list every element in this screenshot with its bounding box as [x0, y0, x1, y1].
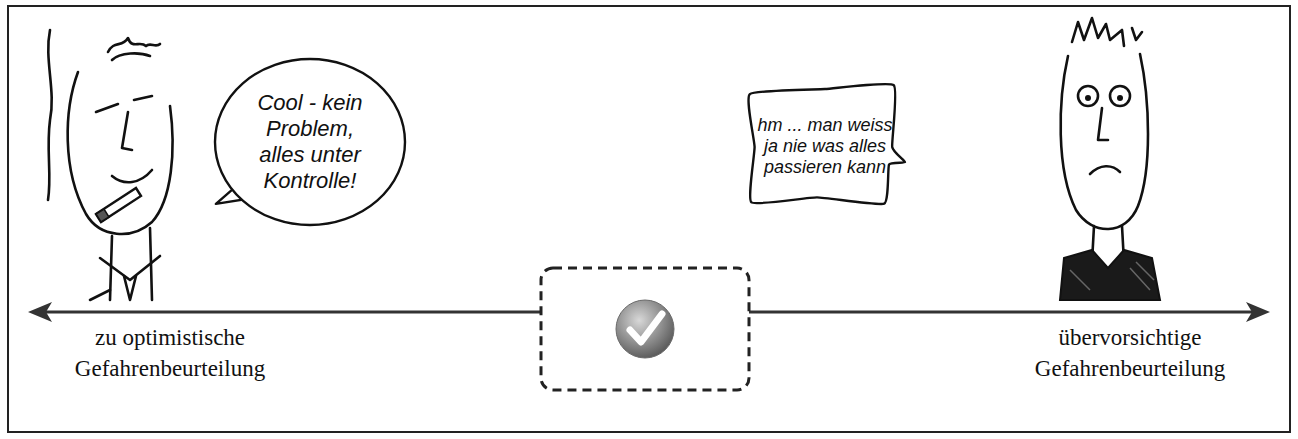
dark-shirt: [1060, 250, 1160, 300]
collar: [100, 256, 160, 280]
bubble-text-box: Cool - kein Problem, alles unter Kontrol…: [243, 90, 377, 194]
hair-spikes: [1072, 18, 1124, 46]
arrow-head-left: [28, 302, 52, 322]
bubble-outline: [748, 84, 905, 204]
suit-line: [90, 290, 110, 300]
pupil: [1085, 95, 1091, 101]
balance-box: [541, 268, 749, 390]
nose: [1098, 108, 1108, 140]
hair-spikes: [1132, 28, 1142, 40]
pupil: [1117, 95, 1123, 101]
mouth: [1090, 166, 1120, 174]
head-outline: [68, 72, 173, 234]
cigarette-tip: [96, 209, 109, 222]
shirt-hatching: [1070, 262, 1154, 290]
head-outline: [1061, 54, 1148, 229]
mouth: [112, 170, 152, 182]
cigarette: [96, 188, 141, 222]
hair-line: [112, 53, 150, 60]
eye: [96, 104, 118, 112]
check-circle: [616, 300, 674, 358]
cautious-figure: [1061, 18, 1148, 262]
speech-bubble: hm ... man weiss ja nie was alles passie…: [745, 84, 905, 210]
scale-end-label: übervorsichtige Gefahrenbeurteilung: [980, 322, 1280, 384]
bubble-outline: [215, 59, 405, 225]
nose: [122, 112, 132, 150]
eye: [134, 96, 152, 100]
eye: [1110, 86, 1130, 106]
optimist-figure: [48, 30, 173, 300]
arrow-head-right: [1246, 302, 1270, 322]
cigarette-body: [96, 188, 141, 222]
frame: [8, 6, 1290, 432]
tie: [124, 276, 136, 300]
speech-text: hm ... man weiss ja nie was alles passie…: [754, 115, 896, 179]
smoke-line: [48, 30, 52, 200]
scale-end-label: zu optimistische Gefahrenbeurteilung: [20, 322, 320, 384]
check-mark: [630, 314, 662, 342]
speech-text: Cool - kein Problem, alles unter Kontrol…: [243, 90, 377, 194]
hair-scribble: [108, 38, 160, 52]
bubble-text-box: hm ... man weiss ja nie was alles passie…: [754, 115, 896, 179]
eye: [1078, 86, 1098, 106]
speech-bubble: Cool - kein Problem, alles unter Kontrol…: [212, 56, 408, 228]
